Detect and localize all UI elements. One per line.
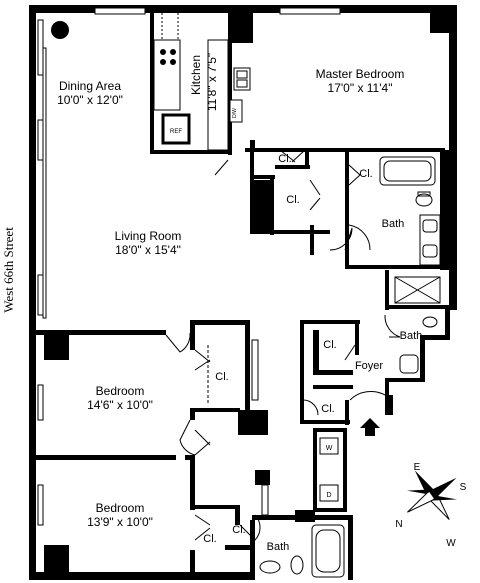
bedroom-walls xyxy=(36,320,270,575)
living-room-dims: 18'0" x 15'4" xyxy=(115,243,181,257)
closet-label: Cl. xyxy=(278,153,291,165)
compass-rose-icon xyxy=(406,470,458,520)
kitchen-name: Kitchen xyxy=(189,55,203,95)
bath-3-fixtures xyxy=(259,524,345,578)
bath-label: Bath xyxy=(400,330,423,342)
master-closet-walls xyxy=(250,148,330,255)
compass-north-label: N xyxy=(395,519,402,530)
column-marker xyxy=(51,21,69,39)
master-bath-fixtures xyxy=(379,156,441,266)
compass-south-label: S xyxy=(460,482,467,493)
refrigerator-label: REF xyxy=(170,129,182,135)
bath-2-fixtures xyxy=(394,276,441,374)
washer-label: W xyxy=(326,445,333,452)
kitchen-counters xyxy=(153,13,229,151)
dishwasher-icon: D/W xyxy=(229,99,243,123)
closet-racks xyxy=(207,339,269,516)
closet-label: Cl. xyxy=(232,524,245,536)
living-room-name: Living Room xyxy=(115,229,182,243)
kitchen-walls xyxy=(150,13,253,155)
bath-label: Bath xyxy=(267,541,290,553)
kitchen-dims: 11'8" x 7'5" xyxy=(205,53,219,111)
bedroom-2-name: Bedroom xyxy=(96,501,145,515)
compass-west-label: W xyxy=(446,538,456,549)
bedroom-2-dims: 13'9" x 10'0" xyxy=(87,515,153,529)
closet-label: Cl. xyxy=(215,371,228,383)
closet-label: Cl. xyxy=(323,339,336,351)
sink-icon xyxy=(233,67,251,91)
dining-area-dims: 10'0" x 12'0" xyxy=(57,93,123,107)
compass-east-label: E xyxy=(414,462,421,473)
door-swings xyxy=(165,149,401,541)
bedroom-1-name: Bedroom xyxy=(96,384,145,398)
master-bedroom-name: Master Bedroom xyxy=(316,67,405,81)
closet-label: Cl. xyxy=(321,403,334,415)
stove-icon xyxy=(160,49,176,65)
bath-label: Bath xyxy=(382,218,405,230)
dryer-label: D xyxy=(326,492,331,499)
dining-area-name: Dining Area xyxy=(59,79,121,93)
street-label: West 66th Street xyxy=(1,227,16,313)
refrigerator-icon: REF xyxy=(161,113,191,145)
closet-label: Cl. xyxy=(203,533,216,545)
dishwasher-label: D/W xyxy=(232,108,238,118)
closet-label: Cl. xyxy=(286,194,299,206)
master-walls xyxy=(245,13,450,270)
master-bedroom-dims: 17'0" x 11'4" xyxy=(328,81,393,95)
entry-arrow-icon xyxy=(360,418,380,436)
laundry-column: W D xyxy=(313,428,347,512)
bedroom-1-dims: 14'6" x 10'0" xyxy=(87,398,153,412)
foyer-label: Foyer xyxy=(355,360,383,372)
foyer-walls xyxy=(300,320,393,425)
closet-label: Cl. xyxy=(359,168,372,180)
street-windows xyxy=(37,7,341,526)
exterior-walls xyxy=(29,5,457,580)
